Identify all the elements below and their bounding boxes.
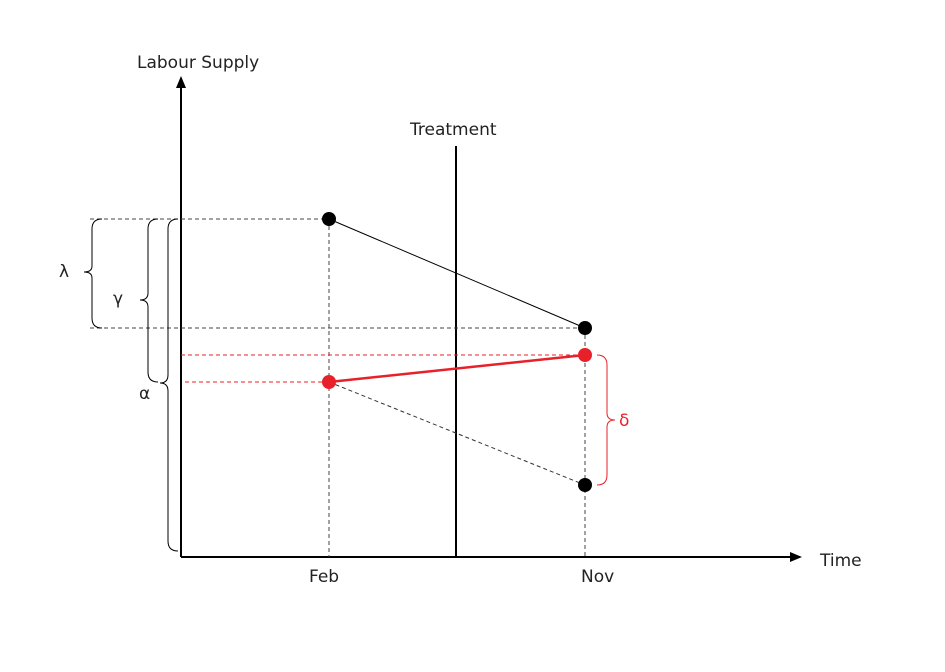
feb-tick-label: Feb	[309, 567, 339, 587]
alpha-brace	[159, 218, 179, 552]
lambda-brace	[83, 218, 103, 329]
treated-line	[328, 353, 586, 384]
lambda-label: λ	[59, 262, 69, 282]
counterfactual-line	[328, 381, 586, 486]
delta-brace	[596, 354, 616, 486]
treatment-label: Treatment	[409, 120, 497, 140]
point-feb-treated	[322, 375, 336, 389]
y-axis-label: Labour Supply	[137, 53, 259, 73]
point-feb-control	[322, 212, 336, 226]
control-trend-line	[328, 218, 586, 329]
gamma-label: γ	[113, 289, 123, 309]
point-nov-control	[578, 321, 592, 335]
gamma-brace	[139, 218, 159, 383]
alpha-label: α	[139, 384, 150, 404]
point-nov-counterfactual	[578, 478, 592, 492]
nov-tick-label: Nov	[581, 567, 614, 587]
point-nov-treated	[578, 348, 592, 362]
delta-label: δ	[619, 411, 629, 431]
x-axis-label: Time	[819, 551, 862, 571]
